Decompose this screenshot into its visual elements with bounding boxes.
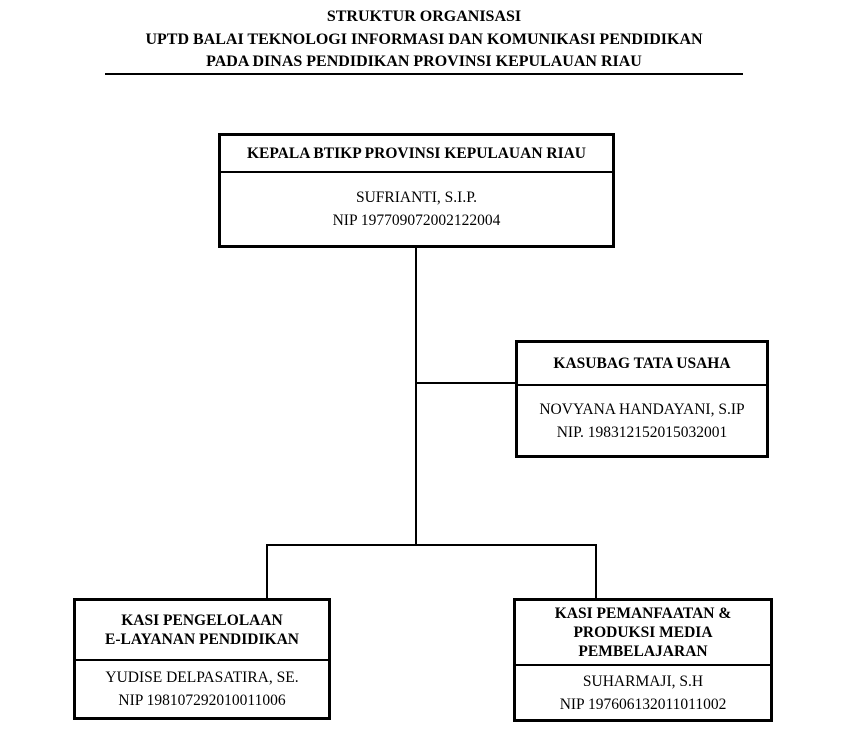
node-title-line-1: KASI PEMANFAATAN & (554, 605, 732, 622)
page-title-line-1: STRUKTUR ORGANISASI (326, 8, 522, 25)
org-node-kepala: KEPALA BTIKP PROVINSI KEPULAUAN RIAU SUF… (218, 133, 615, 248)
person-name: NOVYANA HANDAYANI, S.IP (539, 400, 745, 418)
node-title-text: KEPALA BTIKP PROVINSI KEPULAUAN RIAU (246, 145, 587, 162)
connector-right-drop (595, 544, 597, 598)
connector-left-drop (266, 544, 268, 598)
connector-root-vertical (415, 248, 417, 546)
page-title: STRUKTUR ORGANISASI UPTD BALAI TEKNOLOGI… (0, 6, 848, 74)
page-title-line-3: PADA DINAS PENDIDIKAN PROVINSI KEPULAUAN… (206, 53, 642, 70)
person-nip: NIP. 198312152015032001 (556, 423, 728, 441)
node-title: KASI PEMANFAATAN & PRODUKSI MEDIA PEMBEL… (516, 601, 770, 666)
org-node-kasubag: KASUBAG TATA USAHA NOVYANA HANDAYANI, S.… (515, 340, 769, 458)
node-body: SUHARMAJI, S.H NIP 197606132011011002 (516, 666, 770, 719)
person-nip: NIP 198107292010011006 (118, 692, 286, 709)
person-name: SUFRIANTI, S.I.P. (355, 189, 477, 206)
title-underline (105, 73, 743, 75)
node-title-line-1: KASI PENGELOLAAN (121, 612, 283, 629)
person-name: YUDISE DELPASATIRA, SE. (105, 669, 299, 686)
page-title-line-2: UPTD BALAI TEKNOLOGI INFORMASI DAN KOMUN… (145, 30, 703, 48)
person-nip: NIP 197709072002122004 (332, 212, 501, 229)
org-node-kasi-media: KASI PEMANFAATAN & PRODUKSI MEDIA PEMBEL… (513, 598, 773, 722)
connector-split-horizontal (266, 544, 597, 546)
person-nip: NIP 197606132011011002 (559, 695, 727, 713)
node-title-line-2: PRODUKSI MEDIA (573, 624, 713, 641)
org-node-kasi-elayanan: KASI PENGELOLAAN E-LAYANAN PENDIDIKAN YU… (73, 598, 331, 720)
node-title-text: KASUBAG TATA USAHA (553, 355, 731, 372)
node-title-line-2: E-LAYANAN PENDIDIKAN (105, 631, 299, 648)
person-name: SUHARMAJI, S.H (582, 672, 704, 690)
node-title: KASUBAG TATA USAHA (518, 343, 766, 386)
connector-kasubag-branch (415, 382, 515, 384)
node-body: NOVYANA HANDAYANI, S.IP NIP. 19831215201… (518, 386, 766, 455)
node-title: KASI PENGELOLAAN E-LAYANAN PENDIDIKAN (76, 601, 328, 661)
node-body: SUFRIANTI, S.I.P. NIP 197709072002122004 (221, 173, 612, 245)
node-title: KEPALA BTIKP PROVINSI KEPULAUAN RIAU (221, 136, 612, 173)
node-body: YUDISE DELPASATIRA, SE. NIP 198107292010… (76, 661, 328, 717)
node-title-line-3: PEMBELAJARAN (578, 643, 708, 660)
